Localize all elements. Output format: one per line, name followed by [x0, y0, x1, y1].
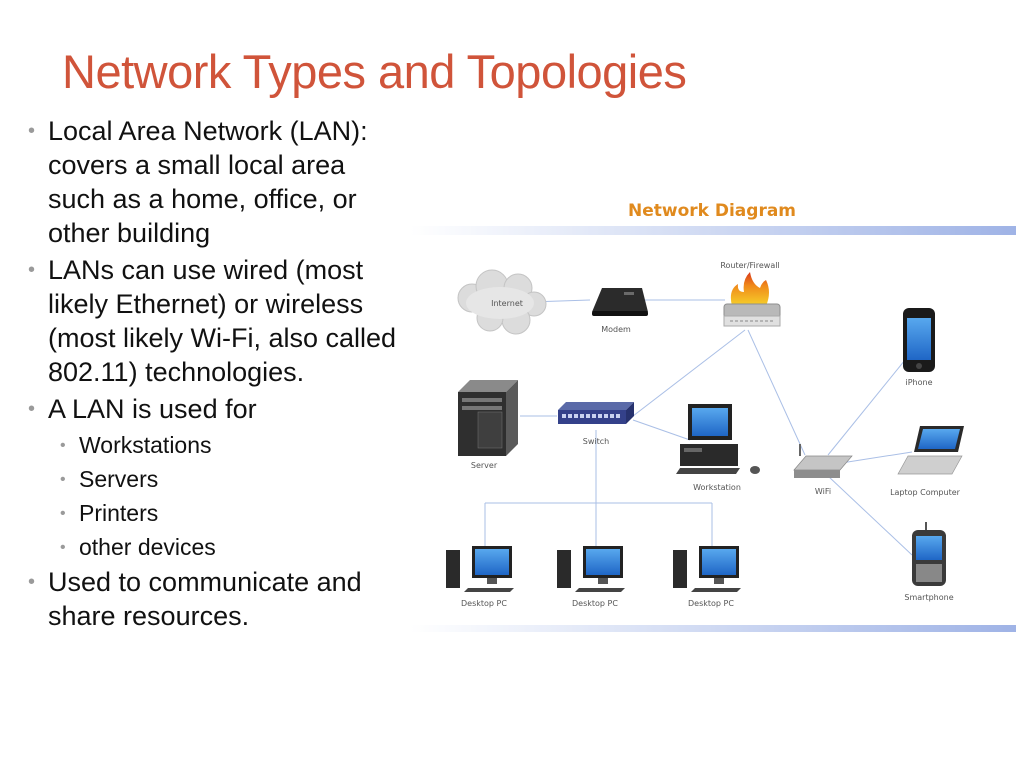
network-links — [484, 299, 913, 556]
iphone-label: iPhone — [905, 378, 932, 387]
bullet-list: Local Area Network (LAN): covers a small… — [28, 114, 398, 636]
workstation-icon — [676, 404, 760, 474]
modem-icon — [592, 288, 648, 316]
router-firewall-icon — [723, 272, 781, 327]
desktop-pc-icon — [557, 546, 625, 592]
iphone-icon — [903, 308, 935, 372]
desktop-pc-icon — [673, 546, 741, 592]
slide-title: Network Types and Topologies — [62, 45, 687, 98]
router-firewall-label: Router/Firewall — [720, 261, 779, 270]
desktop-pc-2-label: Desktop PC — [572, 599, 618, 608]
internet-cloud-icon — [457, 269, 547, 335]
bullet-lan-used-for: A LAN is used for — [28, 392, 398, 426]
bullet-lan-technologies: LANs can use wired (most likely Ethernet… — [28, 253, 398, 389]
bullet-lan-definition: Local Area Network (LAN): covers a small… — [28, 114, 398, 250]
laptop-label: Laptop Computer — [890, 488, 961, 497]
wifi-label: WiFi — [815, 487, 831, 496]
sub-bullet-workstations: Workstations — [28, 429, 398, 462]
smartphone-icon — [912, 522, 946, 586]
switch-label: Switch — [583, 437, 609, 446]
sub-bullet-other-devices: other devices — [28, 531, 398, 564]
diagram-bottom-band — [410, 625, 1016, 632]
modem-label: Modem — [601, 325, 631, 334]
desktop-pc-1-label: Desktop PC — [461, 599, 507, 608]
smartphone-label: Smartphone — [904, 593, 953, 602]
server-label: Server — [471, 461, 498, 470]
laptop-icon — [897, 426, 964, 475]
network-diagram: Network Diagram Internet — [410, 201, 1016, 632]
switch-icon — [558, 402, 634, 424]
desktop-pc-3-label: Desktop PC — [688, 599, 734, 608]
wifi-router-icon — [793, 444, 853, 478]
internet-label: Internet — [491, 299, 523, 308]
sub-bullet-printers: Printers — [28, 497, 398, 530]
desktop-pc-icon — [446, 546, 514, 592]
diagram-title: Network Diagram — [628, 201, 796, 221]
workstation-label: Workstation — [693, 483, 741, 492]
sub-bullet-servers: Servers — [28, 463, 398, 496]
diagram-top-band — [410, 226, 1016, 235]
server-icon — [458, 380, 518, 456]
bullet-communicate: Used to communicate and share resources. — [28, 565, 398, 633]
